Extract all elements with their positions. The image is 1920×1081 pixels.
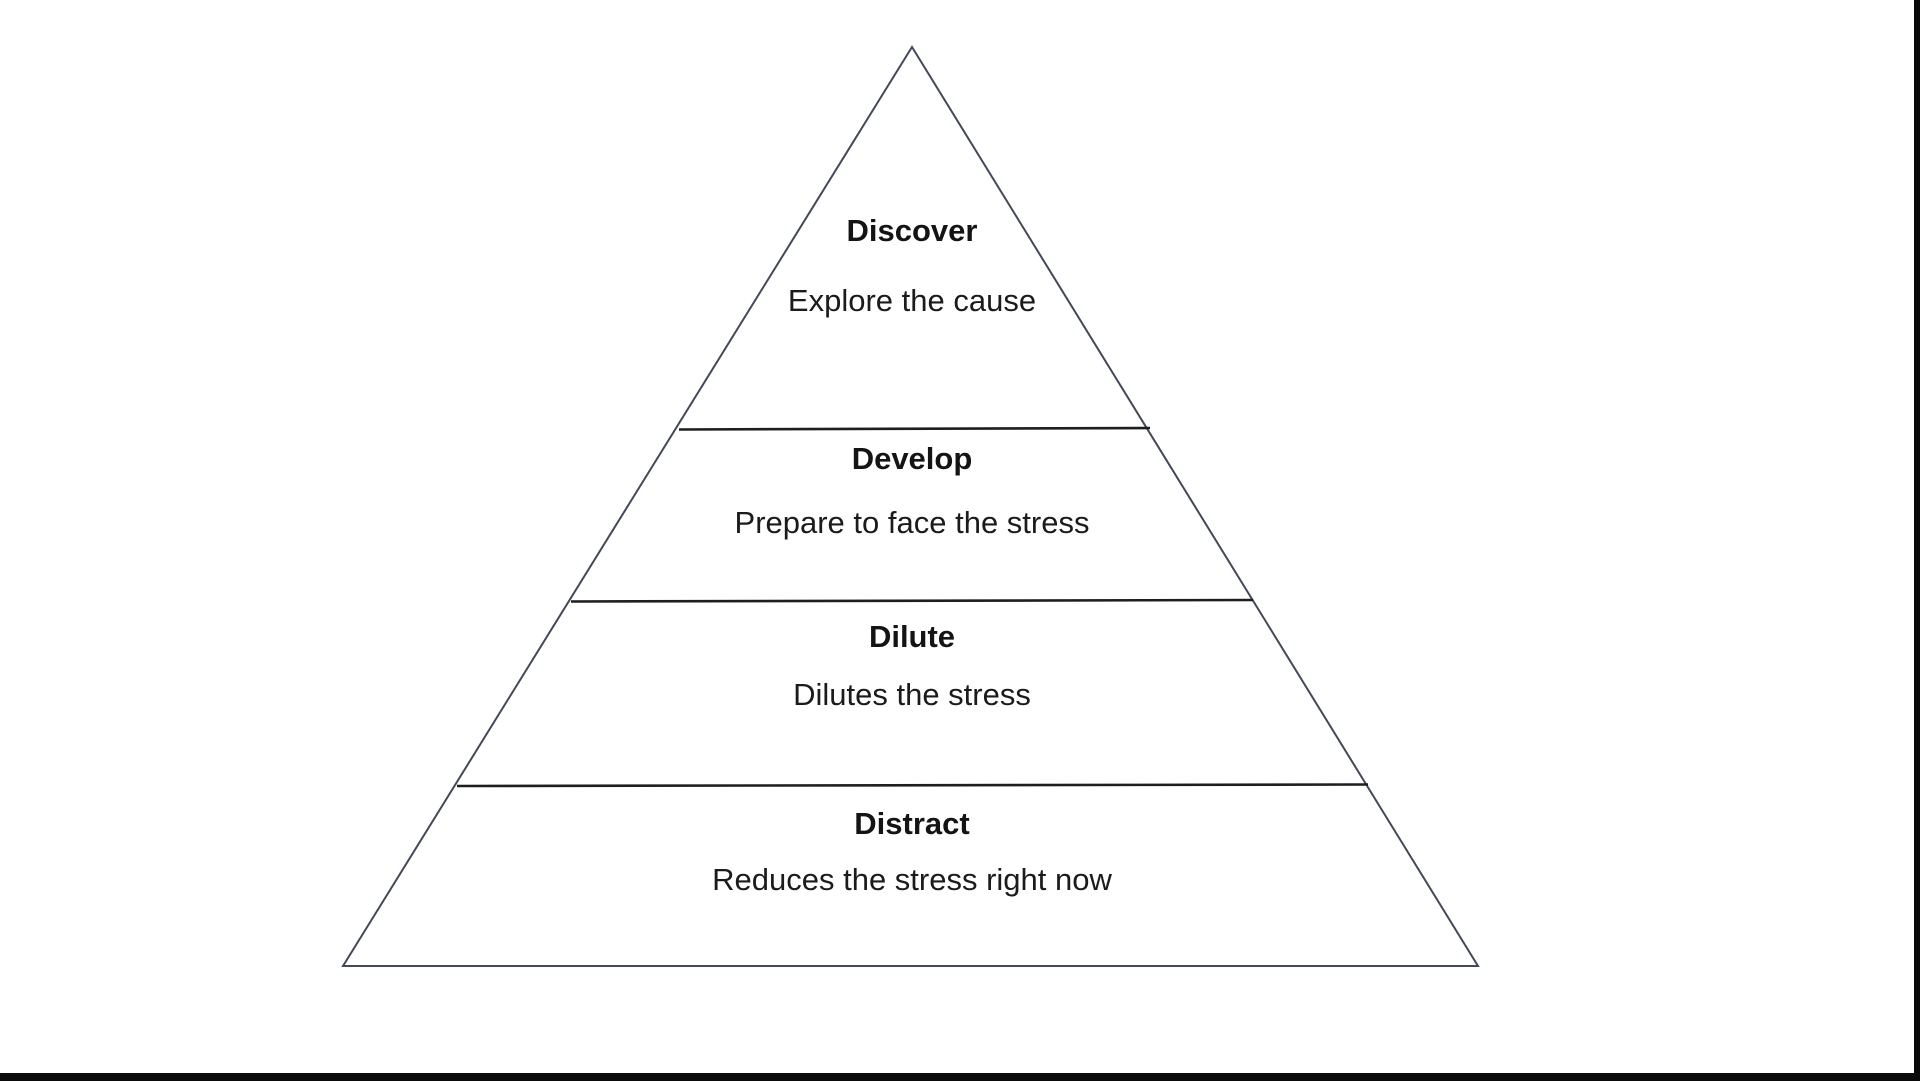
level-subtitle-discover: Explore the cause bbox=[788, 283, 1036, 318]
level-title-develop: Develop bbox=[852, 441, 973, 476]
divider-line-discover-develop bbox=[678, 426, 1151, 431]
frame-edge-bottom bbox=[0, 1073, 1920, 1081]
level-subtitle-dilute: Dilutes the stress bbox=[793, 677, 1031, 712]
divider-line-develop-dilute bbox=[570, 598, 1254, 603]
level-title-distract: Distract bbox=[854, 806, 969, 841]
level-subtitle-develop: Prepare to face the stress bbox=[735, 505, 1090, 540]
level-subtitle-distract: Reduces the stress right now bbox=[712, 862, 1112, 897]
pyramid-outline bbox=[341, 45, 1480, 967]
level-title-discover: Discover bbox=[847, 213, 978, 248]
divider-line-dilute-distract bbox=[456, 783, 1369, 788]
level-title-dilute: Dilute bbox=[869, 619, 955, 654]
frame-edge-right bbox=[1914, 0, 1920, 1081]
